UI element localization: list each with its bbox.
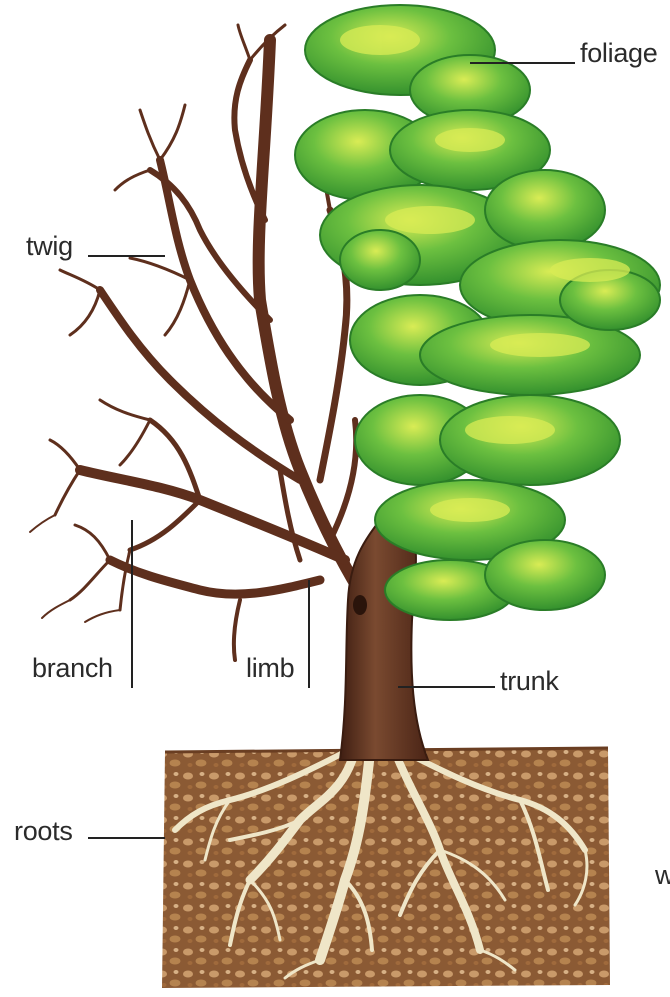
label-twig: twig xyxy=(26,233,73,260)
label-trunk: trunk xyxy=(500,668,559,695)
label-roots: roots xyxy=(14,818,73,845)
label-branch: branch xyxy=(32,655,113,682)
label-foliage: foliage xyxy=(580,40,657,67)
tree-trunk xyxy=(340,520,428,760)
trunk-knot xyxy=(353,595,367,615)
label-cut-off-fragment: w xyxy=(655,862,670,889)
bare-branches xyxy=(30,25,365,660)
label-limb: limb xyxy=(246,655,294,682)
